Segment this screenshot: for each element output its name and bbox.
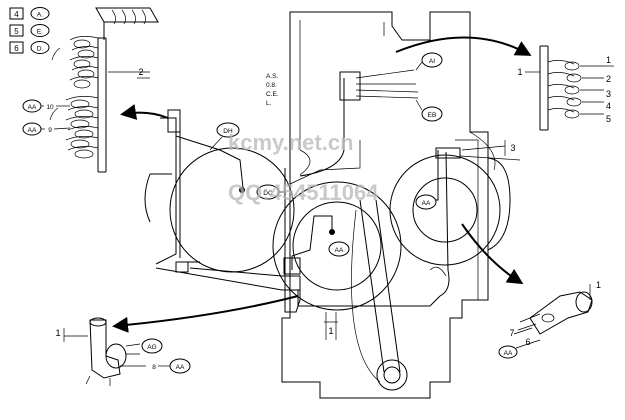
part-number-2: 2 bbox=[606, 74, 611, 84]
callout-dh: DH bbox=[209, 122, 240, 151]
bottom-right-sensor: 1 7 6 bbox=[509, 280, 601, 349]
callout-label: AA bbox=[176, 364, 185, 371]
legend-row-5: 5 E. bbox=[9, 24, 50, 37]
legend-code: E. bbox=[37, 29, 43, 36]
part-number-6: 6 bbox=[525, 337, 530, 347]
part-number-4: 4 bbox=[606, 101, 611, 111]
part-number-1: 1 bbox=[596, 280, 601, 290]
callout-aa-right: AA bbox=[415, 194, 437, 210]
callout-ai: AI bbox=[415, 52, 443, 71]
callout-label: AA bbox=[28, 104, 37, 111]
part-number-9: 9 bbox=[48, 127, 52, 134]
part-3-label: 3 bbox=[461, 140, 516, 156]
part-number-3: 3 bbox=[606, 89, 611, 99]
arrow-to-left-stack bbox=[120, 104, 169, 120]
legend-row-6: 6 D. bbox=[9, 41, 50, 54]
note-line: A.S. bbox=[266, 73, 278, 80]
part-number-5: 5 bbox=[606, 114, 611, 124]
engine-block-outline bbox=[281, 11, 496, 399]
watermark: kcmy.net.cn QQ:454511064 bbox=[228, 130, 379, 205]
legend-num: 5 bbox=[14, 27, 19, 36]
part-number-2: 2 bbox=[138, 67, 143, 77]
legend: 4 A. 5 E. 6 D. bbox=[9, 7, 50, 54]
callout-label: AA bbox=[335, 247, 344, 254]
callout-label: AA bbox=[504, 350, 513, 357]
watermark-line-1: kcmy.net.cn bbox=[228, 130, 354, 155]
part-number-1: 1 bbox=[328, 326, 333, 336]
belt bbox=[351, 199, 401, 383]
part-number-1: 1 bbox=[55, 328, 60, 338]
note-line: C.E. bbox=[266, 91, 279, 98]
legend-num: 4 bbox=[14, 10, 19, 19]
callout-label: DH bbox=[223, 128, 233, 135]
callout-label: EB bbox=[428, 112, 437, 119]
bottom-left-sensor: 1 8 bbox=[55, 317, 170, 386]
arrow-to-right-stack bbox=[395, 36, 532, 56]
right-connector-stack: 1 1 2 3 4 5 bbox=[517, 45, 614, 131]
part-number-8: 8 bbox=[152, 364, 156, 371]
callout-label: AA bbox=[28, 127, 37, 134]
callout-label: AA bbox=[422, 200, 431, 207]
callout-eb: EB bbox=[415, 99, 443, 122]
part-number-7: 7 bbox=[509, 328, 514, 338]
part-1-label-center: 1 bbox=[324, 312, 338, 340]
callout-aa-center: AA bbox=[328, 241, 350, 257]
callout-aa-bottom-left: AA bbox=[169, 358, 191, 374]
callout-label: AG bbox=[147, 344, 156, 351]
callout-ag: AG bbox=[141, 338, 163, 354]
callout-aa-bottom-right: AA bbox=[498, 345, 518, 359]
callout-aa-9: AA 9 bbox=[22, 122, 71, 136]
arrow-to-bottom-right-sensor bbox=[461, 223, 524, 285]
left-injector-connector-stack: 2 bbox=[49, 7, 159, 173]
callout-label: AI bbox=[429, 58, 435, 65]
arrow-to-bottom-left-sensor bbox=[112, 295, 299, 333]
legend-code: A. bbox=[37, 12, 43, 19]
legend-row-4: 4 A. bbox=[9, 7, 50, 20]
note-line: L. bbox=[266, 100, 272, 107]
part-number-1: 1 bbox=[517, 67, 522, 77]
part-number-10: 10 bbox=[46, 104, 54, 111]
connector-blocks bbox=[167, 71, 461, 275]
callout-aa-10: AA 10 bbox=[22, 99, 70, 113]
legend-code: D. bbox=[37, 46, 44, 53]
spec-notes: A.S. 0.8. C.E. L. bbox=[266, 73, 279, 107]
watermark-line-2: QQ:454511064 bbox=[228, 180, 379, 205]
callout-dc: DC bbox=[256, 184, 286, 200]
note-line: 0.8. bbox=[266, 82, 277, 89]
part-number-3: 3 bbox=[510, 143, 515, 153]
callout-label: DC bbox=[263, 190, 273, 197]
part-number-1: 1 bbox=[606, 55, 611, 65]
legend-num: 6 bbox=[14, 44, 19, 53]
